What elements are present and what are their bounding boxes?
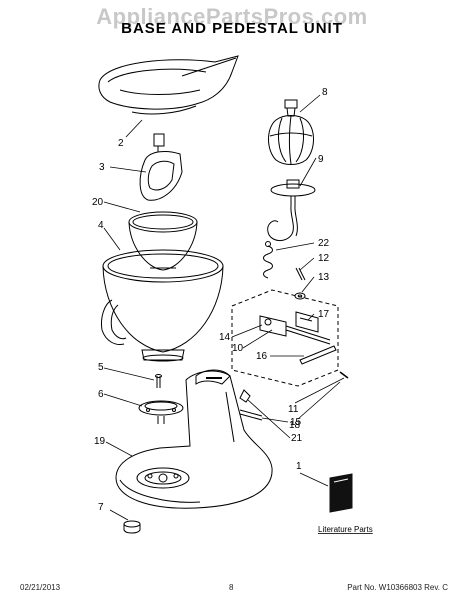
callout-19: 19 xyxy=(94,436,106,447)
callout-14: 14 xyxy=(219,332,231,343)
callout-17: 17 xyxy=(318,309,330,320)
footer-part-number: Part No. W10366803 Rev. C xyxy=(347,583,448,592)
bracket-assembly-part xyxy=(231,289,349,387)
screw-part xyxy=(155,374,162,388)
callout-4: 4 xyxy=(98,220,104,231)
flat-beater-part xyxy=(139,133,183,201)
callout-2: 2 xyxy=(118,138,124,149)
spring-part xyxy=(263,241,273,279)
wire-whip-part xyxy=(268,99,314,165)
callout-8: 8 xyxy=(322,87,328,98)
leader-lines xyxy=(103,94,345,521)
callout-7: 7 xyxy=(98,502,104,513)
callout-21: 21 xyxy=(291,433,303,444)
footer-page-number: 8 xyxy=(229,583,234,592)
callout-10: 10 xyxy=(232,343,244,354)
literature-parts-label: Literature Parts xyxy=(318,525,373,534)
footer-date: 02/21/2013 xyxy=(20,583,61,592)
clamping-plate-part xyxy=(138,400,184,424)
callout-5: 5 xyxy=(98,362,104,373)
literature-part xyxy=(329,473,353,513)
callout-16: 16 xyxy=(256,351,268,362)
callout-18: 18 xyxy=(289,420,301,431)
rubber-foot-part xyxy=(123,520,141,534)
small-bowl-part xyxy=(128,211,198,271)
callout-9: 9 xyxy=(318,154,324,165)
callout-3: 3 xyxy=(99,162,105,173)
callout-13: 13 xyxy=(318,272,330,283)
pedestal-base-part xyxy=(115,369,273,509)
callout-15: 15 xyxy=(290,417,302,428)
callout-20: 20 xyxy=(92,197,104,208)
callout-11: 11 xyxy=(288,404,299,415)
mixing-bowl-part xyxy=(101,249,224,362)
callout-6: 6 xyxy=(98,389,104,400)
pin-and-washer-parts xyxy=(294,267,306,300)
page-title: BASE AND PEDESTAL UNIT xyxy=(121,20,343,37)
pouring-shield-part xyxy=(98,55,239,115)
watermark-text: AppliancePartsPros.com xyxy=(96,4,368,29)
callout-12: 12 xyxy=(318,253,330,264)
callout-labels: 1 2 3 4 5 6 7 8 9 10 11 12 13 14 15 16 1… xyxy=(92,87,373,534)
hinge-pin-part xyxy=(239,389,263,421)
callout-1: 1 xyxy=(296,461,302,472)
dough-hook-part xyxy=(267,179,316,241)
callout-22: 22 xyxy=(318,238,330,249)
